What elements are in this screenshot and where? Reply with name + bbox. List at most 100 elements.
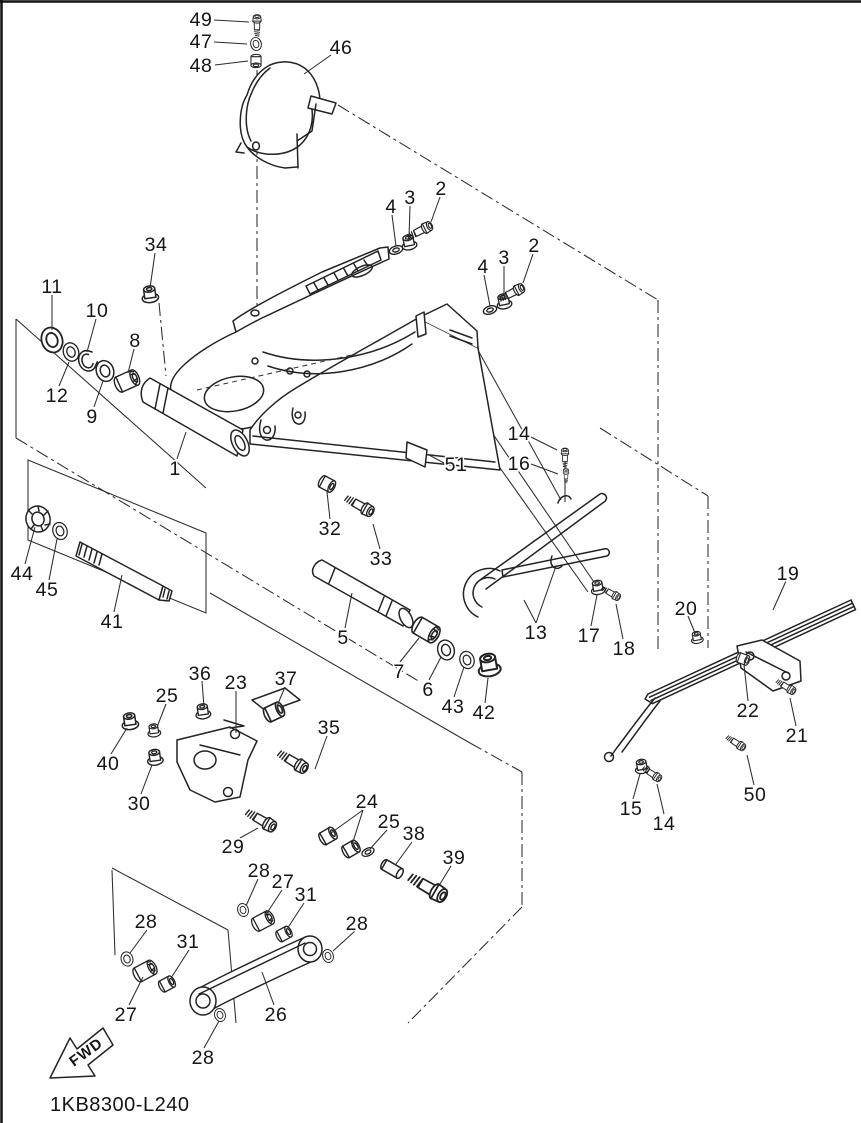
callout-41: 41 [101, 611, 124, 633]
callout-2: 2 [435, 178, 446, 200]
bush-24b [339, 838, 363, 860]
bolt-50 [724, 732, 748, 753]
bearing-27a [249, 908, 277, 934]
info-plate [405, 441, 428, 468]
chain-protector-19 [603, 599, 857, 763]
callout-48: 48 [190, 55, 213, 77]
callout-14: 14 [653, 813, 676, 835]
nut-25a [146, 722, 162, 739]
callout-1: 1 [169, 458, 180, 480]
washer-25b [359, 845, 377, 859]
callout-25: 25 [156, 685, 179, 707]
callout-15: 15 [620, 798, 643, 820]
callout-19: 19 [777, 563, 800, 585]
callout-45: 45 [36, 579, 59, 601]
callout-31: 31 [295, 884, 318, 906]
callout-3: 3 [498, 247, 509, 269]
callout-51: 51 [445, 454, 468, 476]
connecting-rod-26 [189, 935, 323, 1016]
callout-44: 44 [11, 563, 34, 585]
spacer-38 [378, 857, 406, 881]
collar-48 [250, 53, 262, 69]
callout-10: 10 [86, 300, 109, 322]
assembly-axes [158, 70, 597, 593]
callout-12: 12 [46, 385, 69, 407]
mud-guard [235, 61, 337, 169]
pivot-shaft-41 [75, 541, 173, 602]
callout-27: 27 [115, 1004, 138, 1026]
collar-32 [316, 473, 338, 495]
callout-35: 35 [318, 717, 341, 739]
washer-6 [434, 637, 458, 663]
nut-20 [689, 629, 705, 645]
callout-6: 6 [422, 679, 433, 701]
callout-49: 49 [190, 9, 213, 31]
bolt-35 [274, 746, 312, 777]
callout-7: 7 [393, 661, 404, 683]
callout-50: 50 [744, 784, 767, 806]
nut-42 [474, 650, 503, 680]
callout-34: 34 [145, 234, 168, 256]
callout-29: 29 [222, 836, 245, 858]
callout-36: 36 [189, 663, 212, 685]
leader-lines [24, 19, 797, 1049]
callout-24: 24 [356, 791, 379, 813]
bush-31a [273, 924, 295, 944]
callout-17: 17 [578, 625, 601, 647]
seal-43 [456, 648, 478, 672]
part-code: 1KB8300-L240 [50, 1094, 189, 1116]
nut-30 [145, 747, 165, 767]
washer-28a [235, 901, 251, 919]
callout-30: 30 [128, 793, 151, 815]
callout-28: 28 [192, 1047, 215, 1069]
bolt-49 [252, 14, 262, 37]
grommet-47 [248, 35, 264, 53]
callout-43: 43 [442, 696, 465, 718]
callout-39: 39 [443, 847, 466, 869]
callout-2: 2 [528, 235, 539, 257]
callout-3: 3 [404, 187, 415, 209]
callout-40: 40 [97, 753, 120, 775]
callout-22: 22 [737, 700, 760, 722]
callout-16: 16 [508, 453, 531, 475]
callout-27: 27 [272, 871, 295, 893]
washer-45 [49, 519, 71, 543]
callout-28: 28 [346, 913, 369, 935]
callout-23: 23 [225, 672, 248, 694]
washer-28c [118, 949, 136, 969]
callout-5: 5 [337, 627, 348, 649]
boundary-lines [15, 104, 709, 1024]
callout-21: 21 [786, 725, 809, 747]
bearing-7 [408, 614, 444, 646]
bush-24a [316, 825, 340, 847]
fwd-arrow: FWD [49, 1027, 114, 1079]
relay-arm-23 [176, 719, 258, 803]
callout-33: 33 [370, 548, 393, 570]
callout-42: 42 [473, 702, 496, 724]
callout-14: 14 [508, 423, 531, 445]
bolt-16 [562, 468, 570, 484]
callout-38: 38 [403, 823, 426, 845]
callout-20: 20 [675, 598, 698, 620]
bolt-29 [243, 805, 280, 835]
nut-40 [119, 711, 140, 732]
callout-18: 18 [613, 638, 636, 660]
callout-31: 31 [177, 931, 200, 953]
collar-37-plate [251, 687, 301, 713]
nut-17 [589, 578, 607, 597]
chain-guide-13 [462, 492, 611, 618]
callout-11: 11 [41, 276, 62, 298]
bolt-39 [405, 869, 451, 906]
callout-9: 9 [86, 406, 97, 428]
callout-28: 28 [135, 911, 158, 933]
castle-nut-44 [25, 505, 51, 533]
swingarm [140, 246, 501, 471]
bearing-8 [111, 367, 143, 395]
callout-13: 13 [525, 622, 548, 644]
bolt-33 [342, 491, 377, 520]
shock-shaft-5 [311, 559, 414, 629]
